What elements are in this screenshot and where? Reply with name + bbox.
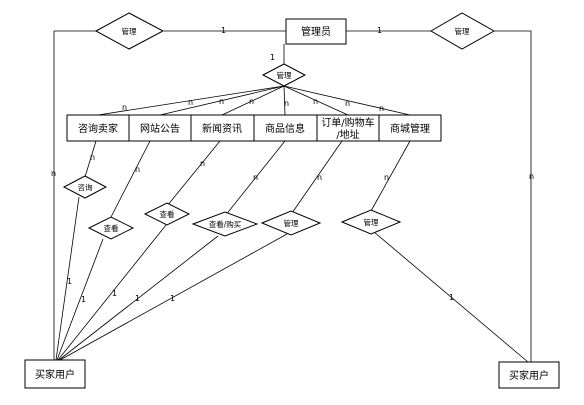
relation-view-notice: 查看 — [87, 216, 135, 240]
relation-view-buy-label: 查看/购买 — [209, 219, 242, 229]
relation-view-notice-label: 查看 — [104, 223, 119, 233]
link-goods-buyer — [58, 235, 219, 361]
link-center-order — [283, 85, 349, 116]
link-manage-left-buyer — [53, 30, 96, 360]
card-notice-rel: n — [135, 165, 140, 174]
link-center-news — [221, 85, 285, 116]
entity-buyer-right: 买家用户 — [498, 361, 560, 389]
entity-module-mall: 商城管理 — [378, 114, 442, 142]
card-goods-rel: n — [253, 173, 258, 182]
card-left-buyer-top: n — [51, 169, 56, 178]
relation-consult-label: 咨询 — [78, 182, 93, 192]
card-order-rel: n — [317, 173, 322, 182]
entity-module-mall-label: 商城管理 — [390, 122, 430, 135]
link-center-notice — [159, 85, 285, 116]
relationships: 管理 管理 管理 咨询 查看 查看 查看/购买 管理 — [62, 12, 496, 240]
card-center-notice: n — [188, 98, 193, 107]
relation-manage-order: 管理 — [260, 210, 322, 236]
card-center-goods-2: n — [284, 99, 289, 108]
entity-admin-label: 管理员 — [301, 25, 331, 38]
link-news-buyer — [57, 224, 167, 361]
link-consult-buyer — [55, 196, 80, 361]
link-center-mall — [283, 85, 411, 116]
entity-buyer-right-label: 买家用户 — [509, 369, 549, 382]
link-news-rel — [166, 140, 221, 207]
link-center-consult — [97, 85, 285, 116]
entity-module-news-label: 新闻资讯 — [202, 122, 242, 135]
relation-view-buy: 查看/购买 — [191, 211, 259, 237]
link-order-buyer — [59, 233, 288, 361]
card-consult-buyer: 1 — [67, 277, 72, 286]
entity-module-notice-label: 网站公告 — [140, 122, 180, 135]
relation-manage-mall: 管理 — [340, 209, 402, 235]
entity-buyer-left: 买家用户 — [24, 359, 86, 389]
relation-consult: 咨询 — [62, 175, 108, 199]
relation-manage-center: 管理 — [261, 63, 307, 87]
entities: 管理员 买家用户 买家用户 咨询卖家 网站公告 新闻资讯 商品信息 — [24, 18, 560, 389]
card-center-goods: n — [249, 97, 254, 106]
link-notice-buyer — [56, 238, 104, 361]
card-notice-buyer: 1 — [81, 295, 86, 304]
card-right-buyer-top: n — [529, 172, 534, 181]
relation-manage-mall-label: 管理 — [364, 217, 379, 227]
entity-module-order-label-1: 订单/购物车 — [321, 116, 374, 129]
card-center-mall: n — [379, 104, 384, 113]
card-center-order-2: n — [345, 99, 350, 108]
entity-admin: 管理员 — [285, 18, 347, 45]
cardinality-labels: 1 n 1 n 1 n n n n n n n n n n n n n n 1 … — [51, 26, 534, 304]
card-mall-rel: n — [384, 173, 389, 182]
link-mall-rel — [370, 140, 411, 212]
relation-view-news-label: 查看 — [160, 209, 175, 219]
link-notice-rel — [109, 140, 151, 220]
relation-view-news: 查看 — [143, 202, 191, 226]
card-center-order: n — [313, 97, 318, 106]
entity-module-goods-label: 商品信息 — [265, 122, 305, 135]
relation-manage-right: 管理 — [430, 12, 496, 50]
entity-module-order: 订单/购物车 /地址 — [316, 114, 380, 142]
relation-manage-right-label: 管理 — [455, 26, 470, 36]
link-center-goods — [283, 85, 286, 116]
card-order-buyer: 1 — [170, 294, 175, 303]
card-goods-buyer: 1 — [135, 294, 140, 303]
card-consult-rel: n — [90, 153, 95, 162]
entity-module-order-label-2: /地址 — [336, 128, 359, 141]
entity-module-notice: 网站公告 — [128, 114, 192, 142]
card-center-consult: n — [122, 103, 127, 112]
entity-module-news: 新闻资讯 — [190, 114, 255, 142]
entity-module-goods: 商品信息 — [253, 114, 318, 142]
relation-manage-left-label: 管理 — [122, 26, 137, 36]
card-admin-left: 1 — [221, 26, 226, 35]
link-mall-buyer — [373, 231, 529, 363]
card-admin-right: 1 — [377, 26, 382, 35]
entity-buyer-left-label: 买家用户 — [35, 368, 75, 381]
entity-module-consult: 咨询卖家 — [66, 114, 130, 142]
connectors — [53, 30, 532, 363]
card-news-rel: n — [200, 159, 205, 168]
relation-manage-order-label: 管理 — [284, 218, 299, 228]
link-manage-right-buyer — [494, 30, 532, 362]
link-consult-rel — [84, 140, 97, 178]
card-admin-center: 1 — [270, 53, 275, 62]
link-order-rel — [291, 140, 343, 214]
link-goods-rel — [224, 140, 286, 217]
entity-module-consult-label: 咨询卖家 — [78, 122, 118, 135]
card-news-buyer: 1 — [112, 289, 117, 298]
card-center-news: n — [219, 97, 224, 106]
relation-manage-center-label: 管理 — [277, 70, 292, 80]
relation-manage-left: 管理 — [94, 12, 165, 50]
card-mall-buyer: 1 — [449, 293, 454, 302]
